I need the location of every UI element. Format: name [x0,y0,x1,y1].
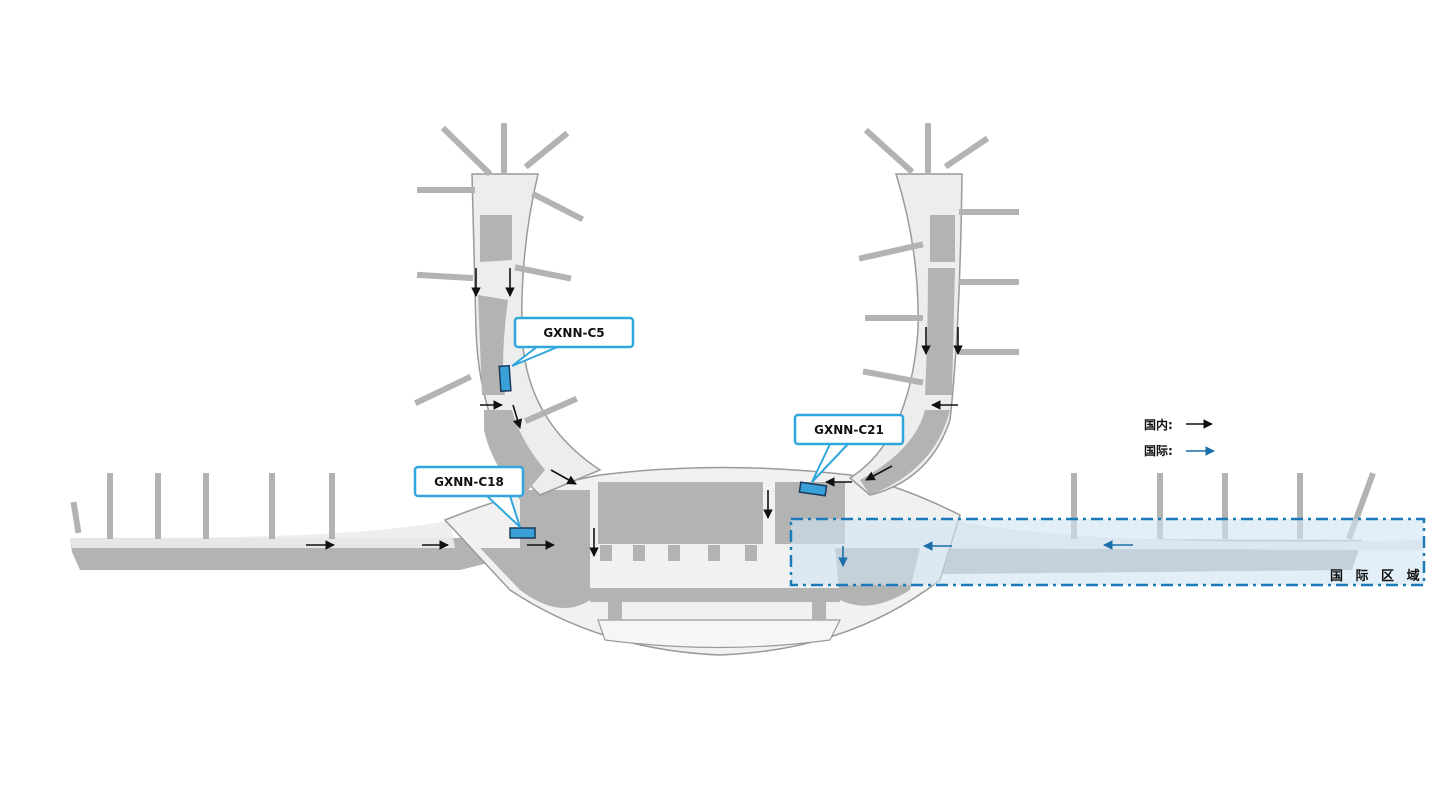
callout-c5[interactable]: GXNN-C5 [511,316,635,367]
callout-c21-label: GXNN-C21 [814,423,884,437]
flow-arrow [865,465,893,481]
international-zone-label: 国 际 区 域 [1330,568,1424,584]
callout-c5-box [513,316,635,349]
international-flow-arrows [838,540,1133,567]
counter-c5-marker [498,364,512,393]
flow-arrow [550,469,577,485]
legend: 国内: 国际: [1144,417,1215,458]
hall-columns [600,545,612,561]
hall-south-bay [597,619,841,649]
hall-lower [480,548,590,608]
callout-c18-pointer [486,495,521,528]
callout-c18-box [413,465,525,498]
international-zone: 国 际 区 域 [789,517,1426,587]
legend-domestic-label: 国内: [1144,417,1173,432]
callout-c18-label: GXNN-C18 [434,475,504,489]
callout-c5-label: GXNN-C5 [543,326,604,340]
counter-c21-marker [798,481,828,497]
right-pier-floor [930,215,955,262]
left-wing-corridor [70,520,455,548]
callout-c21-pointer [811,443,849,483]
counter-markers [498,364,828,539]
terminal-building [70,173,1422,656]
counter-c18-marker [509,527,536,539]
domestic-flow-arrows [306,268,963,557]
flow-arrow [512,404,523,429]
hall-block-center [598,482,763,544]
left-pier-floor [480,215,512,262]
hall-bottom-band [590,588,840,602]
callout-c5-pointer [511,345,561,367]
callout-c21[interactable]: GXNN-C21 [793,413,905,483]
callout-c21-box [793,413,905,446]
callout-c18[interactable]: GXNN-C18 [413,465,525,528]
international-zone-box [789,517,1426,587]
legend-international-label: 国际: [1144,444,1173,458]
hall-block-left [520,490,590,550]
